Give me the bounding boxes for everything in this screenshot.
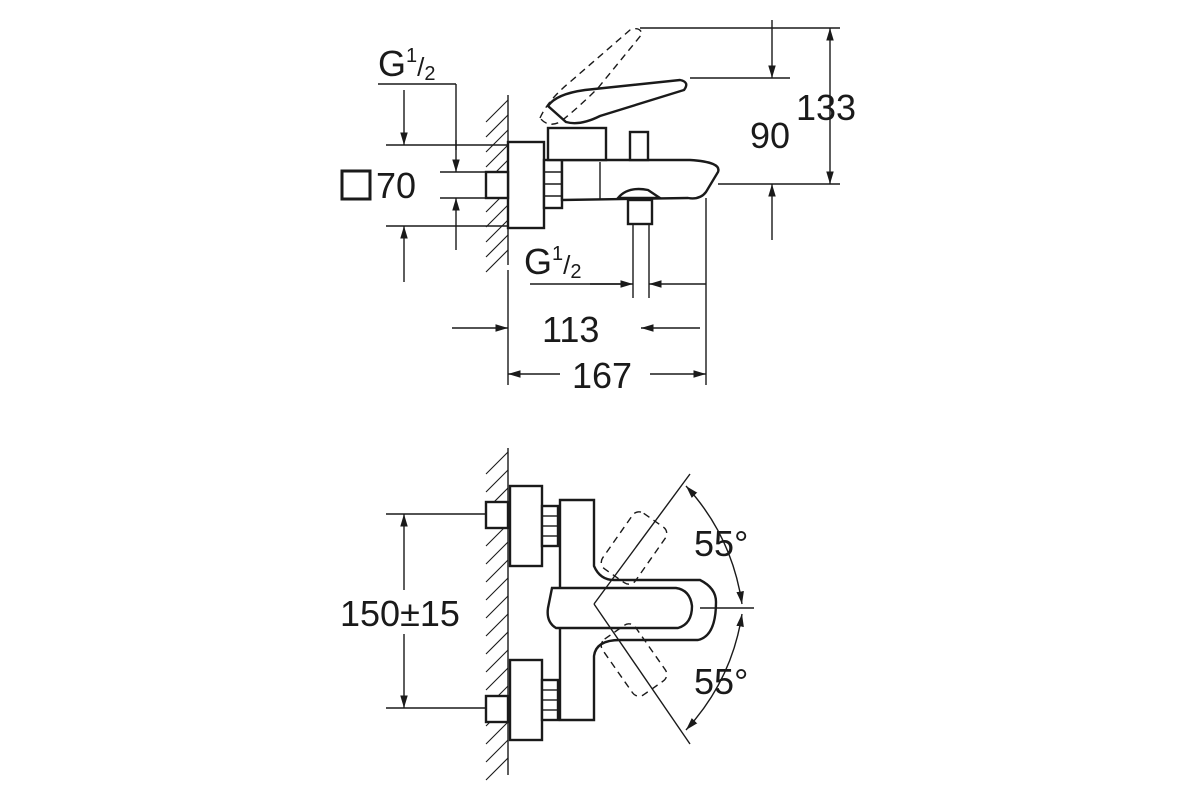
rosette-lower [508, 658, 544, 742]
inlet-upper [484, 500, 510, 530]
inlet-thread-label: G1/2 [378, 43, 436, 85]
dim-113-label: 113 [542, 309, 600, 350]
square-symbol [340, 169, 372, 201]
dim-167-label: 167 [572, 355, 633, 396]
side-view [340, 20, 840, 385]
lever-raised-outline [539, 27, 643, 125]
cartridge-housing [546, 126, 608, 162]
lever-rotated-up [600, 511, 668, 585]
lever-rotated-down [600, 623, 668, 697]
rosette [506, 140, 546, 230]
mixer-body [560, 158, 720, 202]
rosette-upper [508, 484, 544, 568]
lever-handle [546, 78, 688, 125]
angle-arc-up [685, 485, 744, 605]
centers-label: 150±15 [340, 593, 460, 634]
spout-outlet [615, 187, 664, 200]
spout-thread-label: G1/2 [524, 241, 582, 283]
lever-front [546, 586, 694, 630]
dim-133-label: 133 [796, 87, 857, 128]
angle-arc-down [685, 613, 744, 731]
rosette-size-label: 70 [376, 165, 417, 206]
diverter-knob [628, 130, 650, 162]
inlet-lower [484, 694, 510, 724]
inlet-pipe [484, 170, 510, 200]
angle-down-label: 55° [694, 661, 749, 702]
dim-90-label: 90 [750, 115, 791, 156]
front-view [386, 448, 754, 781]
shower-connector [626, 198, 654, 226]
angle-up-label: 55° [694, 523, 749, 564]
